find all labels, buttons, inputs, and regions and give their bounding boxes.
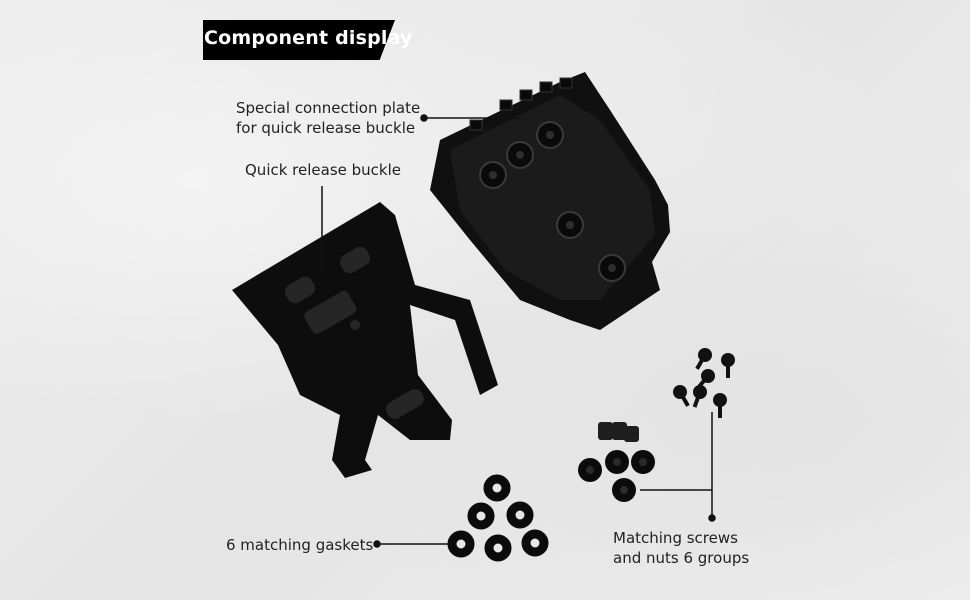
title-tag-background xyxy=(203,20,395,60)
leader-lines xyxy=(318,114,716,548)
screws-cluster-top xyxy=(673,348,735,418)
buckle-label: Quick release buckle xyxy=(245,161,402,179)
screws-nuts-cluster xyxy=(578,422,655,502)
page-title: Component display xyxy=(204,27,413,49)
screws-label-line1: Matching screws xyxy=(613,529,738,547)
connection-plate xyxy=(430,72,670,330)
gaskets-group xyxy=(447,474,549,562)
quick-release-buckle xyxy=(232,202,498,478)
screws-label-line2: and nuts 6 groups xyxy=(613,549,750,567)
plate-label-line1: Special connection plate xyxy=(236,99,421,117)
plate-label-line2: for quick release buckle xyxy=(236,119,416,137)
gaskets-label: 6 matching gaskets xyxy=(226,536,374,554)
